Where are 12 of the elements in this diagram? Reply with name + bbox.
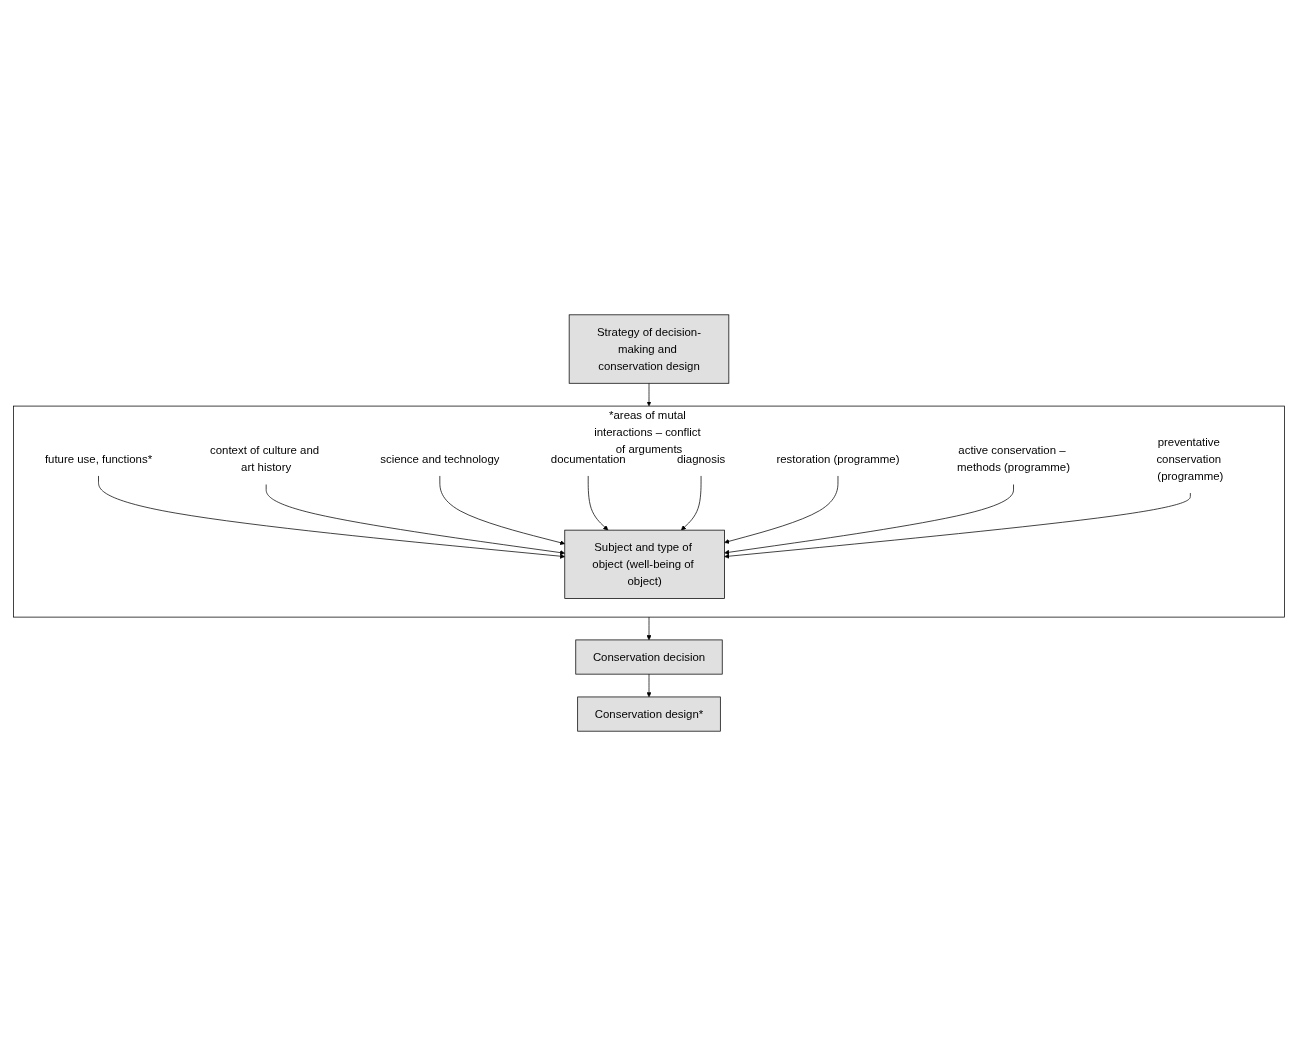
node-box: Conservation decision xyxy=(575,639,723,675)
node-text: preventative conservation (programme) xyxy=(1156,435,1224,483)
node-text: context of culture and art history xyxy=(210,444,320,474)
node-box: Subject and type of object (well-being of object) xyxy=(564,529,725,599)
node-box: Strategy of decision-making and conservation design xyxy=(568,314,730,384)
node-text: diagnosis xyxy=(676,452,726,466)
node-text: restoration (programme) xyxy=(776,452,900,466)
node-text: documentation xyxy=(550,452,626,466)
node-text: active conservation – methods (programme) xyxy=(957,444,1070,474)
node-box: Conservation design* xyxy=(577,696,721,732)
node-text: science and technology xyxy=(380,452,500,466)
node-text: future use, functions* xyxy=(44,452,153,466)
